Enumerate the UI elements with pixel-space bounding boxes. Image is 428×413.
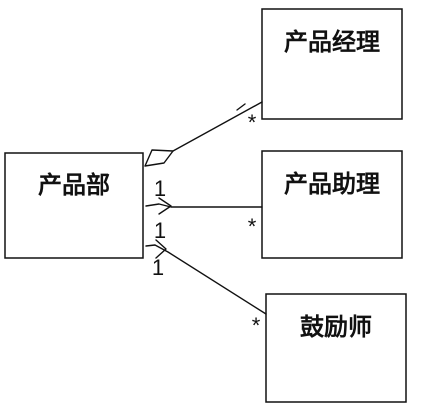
aggregation-line	[172, 101, 263, 152]
association-line-assistant	[145, 203, 263, 208]
class-title-product-dept: 产品部	[38, 171, 110, 199]
multiplicity-motivator-whole-bottom: 1	[152, 255, 164, 280]
aggregation-tick	[236, 103, 246, 111]
class-box-product-assistant: 产品助理	[261, 150, 403, 259]
aggregation-product-manager: *	[144, 101, 263, 167]
multiplicity-manager-part: *	[248, 110, 257, 135]
association-motivator: 1 1 *	[145, 218, 267, 338]
class-title-product-assistant: 产品助理	[284, 170, 380, 198]
class-title-motivator: 鼓励师	[300, 313, 372, 341]
aggregation-diamond	[144, 149, 174, 167]
association-product-assistant: 1 *	[145, 176, 263, 239]
multiplicity-motivator-part: *	[252, 313, 261, 338]
class-box-motivator: 鼓励师	[265, 293, 407, 403]
multiplicity-assistant-whole: 1	[154, 176, 166, 201]
class-title-product-manager: 产品经理	[284, 28, 380, 56]
association-line-motivator	[145, 244, 267, 315]
multiplicity-motivator-whole-top: 1	[154, 218, 166, 243]
class-box-product-manager: 产品经理	[261, 8, 403, 120]
class-box-product-dept: 产品部	[4, 152, 144, 259]
association-arrowhead-assistant	[158, 197, 172, 215]
multiplicity-assistant-part: *	[248, 214, 257, 239]
association-arrowhead-motivator	[155, 239, 167, 259]
